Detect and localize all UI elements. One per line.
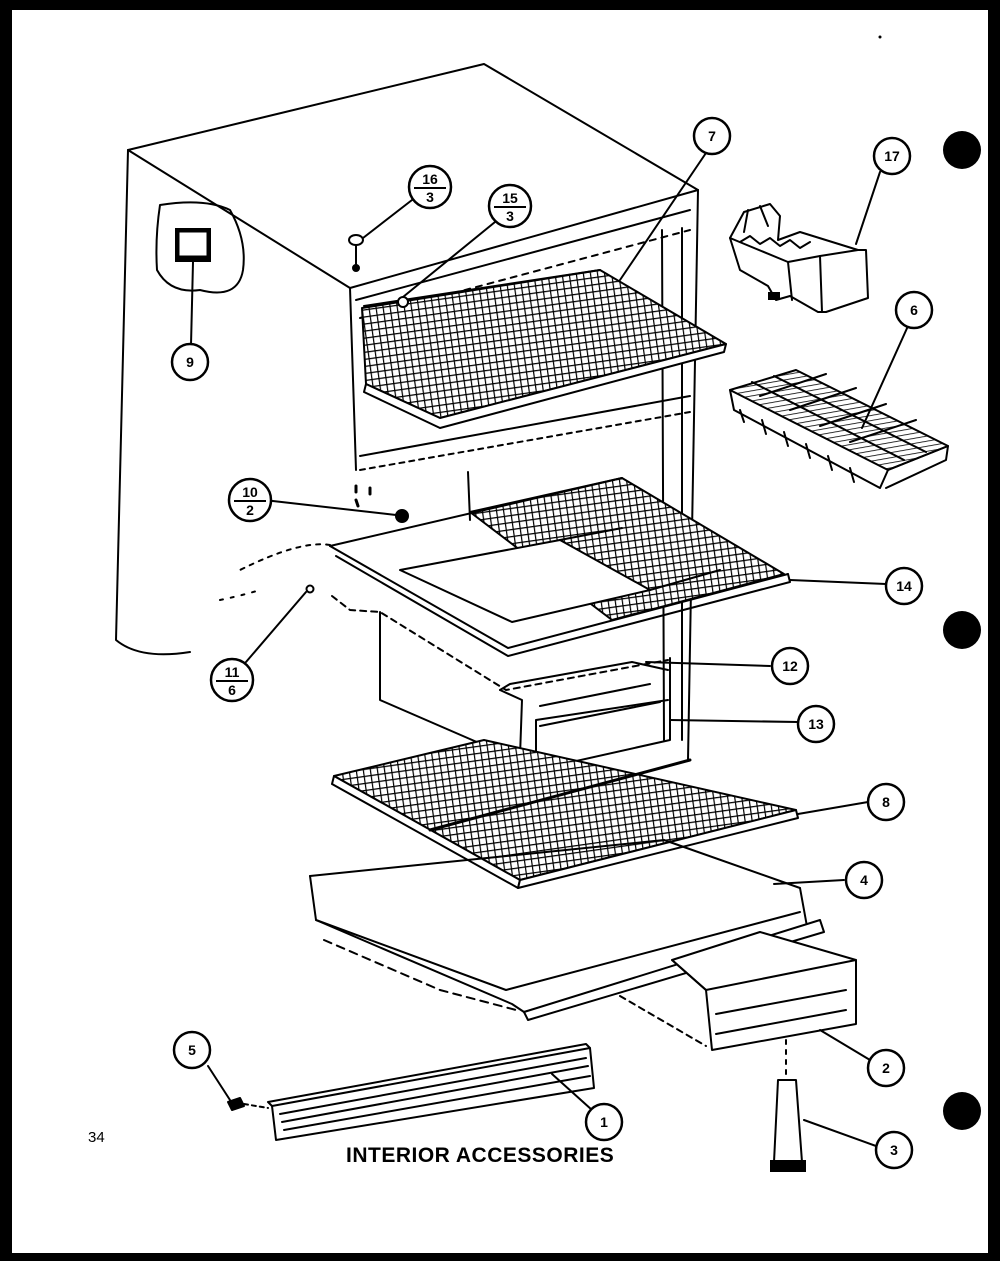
callout-4: 4 [860,872,868,888]
callout-8-circle [866,782,906,822]
callout-16-top: 16 [422,171,438,187]
binder-hole-middle [943,611,981,649]
callout-17-circle [872,136,912,176]
fastener-10 [263,484,409,523]
binder-hole-top [943,131,981,169]
callout-1: 1 [600,1114,608,1130]
callout-2-circle [866,1048,906,1088]
callout-6: 6 [910,302,918,318]
callout-6-circle [894,290,934,330]
part-9-label-plate [155,201,245,346]
callout-13-circle [796,704,836,744]
diagram-title: INTERIOR ACCESSORIES [346,1144,614,1167]
callout-15-bottom: 3 [506,208,514,224]
callout-14-circle [884,566,924,606]
callout-1-circle [584,1102,624,1142]
speck [878,35,882,39]
leader-6 [861,325,909,429]
callout-12-circle [770,646,810,686]
leader-7 [619,149,709,281]
callout-5-circle [172,1030,212,1070]
part-1-toe-grille [267,1043,595,1141]
callout-2: 2 [882,1060,890,1076]
part-17-ice-maker [729,203,869,313]
callout-13: 13 [808,716,824,732]
fasteners-16-15 [348,199,496,308]
part-14-middle-shelf [329,477,887,657]
callout-3: 3 [890,1142,898,1158]
callout-17: 17 [884,148,900,164]
binder-hole-bottom [943,1092,981,1130]
callout-15-top: 15 [502,190,518,206]
callout-4-circle [844,860,884,900]
callout-10-bottom: 2 [246,502,254,518]
callout-7-circle [692,116,732,156]
callout-9-circle [170,342,210,382]
callout-16-bottom: 3 [426,189,434,205]
callout-7: 7 [708,128,716,144]
callout-10-top: 10 [242,484,258,500]
fastener-11 [245,584,315,663]
callout-11-bottom: 6 [228,682,236,698]
leader-17 [855,171,881,245]
callout-9: 9 [186,354,194,370]
part-5-screw [207,1065,269,1111]
callout-3-circle [874,1130,914,1170]
callout-14: 14 [896,578,912,594]
page-number: 34 [88,1129,105,1146]
callout-12: 12 [782,658,798,674]
part-12-13-crisper [331,595,799,771]
callout-8: 8 [882,794,890,810]
part-6-ice-tray [729,369,949,489]
part-3-support-leg [770,1039,877,1172]
callout-11-top: 11 [225,664,240,680]
callout-5: 5 [188,1042,196,1058]
part-2-lower-crisper [619,931,871,1061]
part-7-upper-wire-shelf [361,269,727,429]
